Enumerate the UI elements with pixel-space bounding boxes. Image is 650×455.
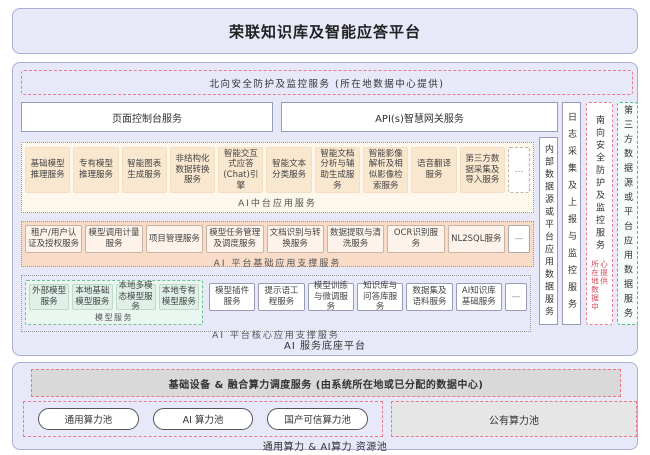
midlayer-service-list: 基础模型推理服务专有模型推理服务智能图表生成服务非结构化数据转换服务智能交互式应…: [25, 147, 530, 193]
model-services-group: 外部模型服务本地基础模型服务本地多模态模型服务本地专有模型服务 模型服务: [25, 280, 203, 325]
base-support-services-group: 租户/用户认证及授权服务模型调用计量服务项目管理服务模型任务管理及调度服务文档识…: [21, 221, 534, 267]
midlayer-service-box: 非结构化数据转换服务: [170, 147, 215, 193]
midlayer-service-box: 语音翻译服务: [411, 147, 456, 193]
local-pools-group: 通用算力池 AI 算力池国产可信算力池: [23, 401, 383, 437]
model-service-list: 外部模型服务本地基础模型服务本地多模态模型服务本地专有模型服务: [29, 284, 199, 310]
infra-scheduler-band: 基础设备 & 融合算力调度服务 (由系统所在地或已分配的数据中心): [31, 369, 621, 397]
midlayer-services-group: 基础模型推理服务专有模型推理服务智能图表生成服务非结构化数据转换服务智能交互式应…: [21, 142, 534, 213]
compute-pool-pill: AI 算力池: [153, 408, 254, 430]
model-service-box: 本地基础模型服务: [72, 284, 112, 310]
platform-base-label: AI 服务底座平台: [13, 337, 637, 352]
core-support-service-box: AI知识库基础服务: [456, 283, 502, 311]
south-security-note: 所在地数据中心提供: [591, 260, 609, 312]
base-support-service-box: 模型任务管理及调度服务: [206, 225, 263, 253]
core-support-service-box: 模型插件服务: [209, 283, 255, 311]
base-support-service-box: —: [508, 225, 530, 253]
third-party-data-label: 第三方数据源或平台应用数据服务: [621, 105, 634, 323]
page-title: 荣联知识库及智能应答平台: [12, 8, 638, 54]
midlayer-service-box: 基础模型推理服务: [25, 147, 70, 193]
internal-data-source-column: 内部数据源或平台应用数据服务: [539, 137, 558, 325]
console-service-box: 页面控制台服务: [21, 102, 273, 132]
base-support-service-box: 数据提取与清洗服务: [327, 225, 384, 253]
model-service-box: 外部模型服务: [29, 284, 69, 310]
core-support-service-list: 模型插件服务提示语工程服务模型训练与微调服务知识库与问答库服务数据集及语料服务A…: [209, 283, 527, 311]
core-support-service-box: 数据集及语料服务: [406, 283, 452, 311]
midlayer-group-label: AI中台应用服务: [25, 196, 530, 209]
model-service-box: 本地专有模型服务: [159, 284, 199, 310]
midlayer-service-box: 智能文档分析与辅助生成服务: [315, 147, 360, 193]
midlayer-service-box: 第三方数据采集及导入服务: [460, 147, 505, 193]
log-collection-label: 日志采集及上报与监控服务: [565, 112, 578, 316]
midlayer-service-box: 智能交互式应答(Chat)引擎: [218, 147, 263, 193]
page-title-text: 荣联知识库及智能应答平台: [229, 21, 421, 42]
base-support-service-list: 租户/用户认证及授权服务模型调用计量服务项目管理服务模型任务管理及调度服务文档识…: [25, 225, 530, 253]
core-support-service-box: 提示语工程服务: [258, 283, 304, 311]
base-support-service-box: 模型调用计量服务: [85, 225, 142, 253]
north-security-band: 北向安全防护及监控服务 (所在地数据中心提供): [21, 70, 633, 95]
log-collection-column: 日志采集及上报与监控服务: [562, 102, 581, 325]
core-support-service-box: 模型训练与微调服务: [308, 283, 354, 311]
resource-pool-label: 通用算力 & AI算力 资源池: [13, 438, 637, 453]
ai-platform-panel: 北向安全防护及监控服务 (所在地数据中心提供) 页面控制台服务 API(s)智慧…: [12, 62, 638, 356]
core-support-inner: 外部模型服务本地基础模型服务本地多模态模型服务本地专有模型服务 模型服务 模型插…: [25, 280, 527, 325]
base-support-service-box: 项目管理服务: [146, 225, 203, 253]
internal-data-source-label: 内部数据源或平台应用数据服务: [542, 144, 555, 319]
pools-row: 通用算力池 AI 算力池国产可信算力池 公有算力池: [23, 401, 637, 437]
midlayer-service-box: …: [508, 147, 530, 193]
midlayer-service-box: 智能文本分类服务: [266, 147, 311, 193]
base-support-service-box: 租户/用户认证及授权服务: [25, 225, 82, 253]
base-support-service-box: NL2SQL服务: [448, 225, 505, 253]
core-support-service-box: 知识库与问答库服务: [357, 283, 403, 311]
base-support-service-box: 文档识别与转换服务: [267, 225, 324, 253]
gateway-row: 页面控制台服务 API(s)智慧网关服务: [21, 102, 558, 132]
south-security-column: 南向安全防护及监控服务 所在地数据中心提供: [586, 102, 613, 325]
api-gateway-box: API(s)智慧网关服务: [281, 102, 558, 132]
base-support-service-box: OCR识别服务: [387, 225, 444, 253]
compute-pool-pill: 通用算力池: [38, 408, 139, 430]
midlayer-service-box: 专有模型推理服务: [73, 147, 118, 193]
south-security-label: 南向安全防护及监控服务: [593, 115, 606, 253]
base-support-group-label: AI 平台基础应用支撑服务: [25, 256, 530, 269]
midlayer-service-box: 智能图表生成服务: [122, 147, 167, 193]
model-services-label: 模型服务: [29, 312, 199, 323]
compute-pool-pill: 国产可信算力池: [267, 408, 368, 430]
resource-pool-panel: 基础设备 & 融合算力调度服务 (由系统所在地或已分配的数据中心) 通用算力池 A…: [12, 362, 638, 450]
core-support-services-group: 外部模型服务本地基础模型服务本地多模态模型服务本地专有模型服务 模型服务 模型插…: [21, 275, 531, 332]
model-service-box: 本地多模态模型服务: [116, 284, 156, 310]
midlayer-service-box: 智能影像解析及相似影像检索服务: [363, 147, 408, 193]
third-party-data-column: 第三方数据源或平台应用数据服务: [617, 102, 638, 325]
core-support-service-box: —: [505, 283, 527, 311]
public-pool-box: 公有算力池: [391, 401, 637, 437]
